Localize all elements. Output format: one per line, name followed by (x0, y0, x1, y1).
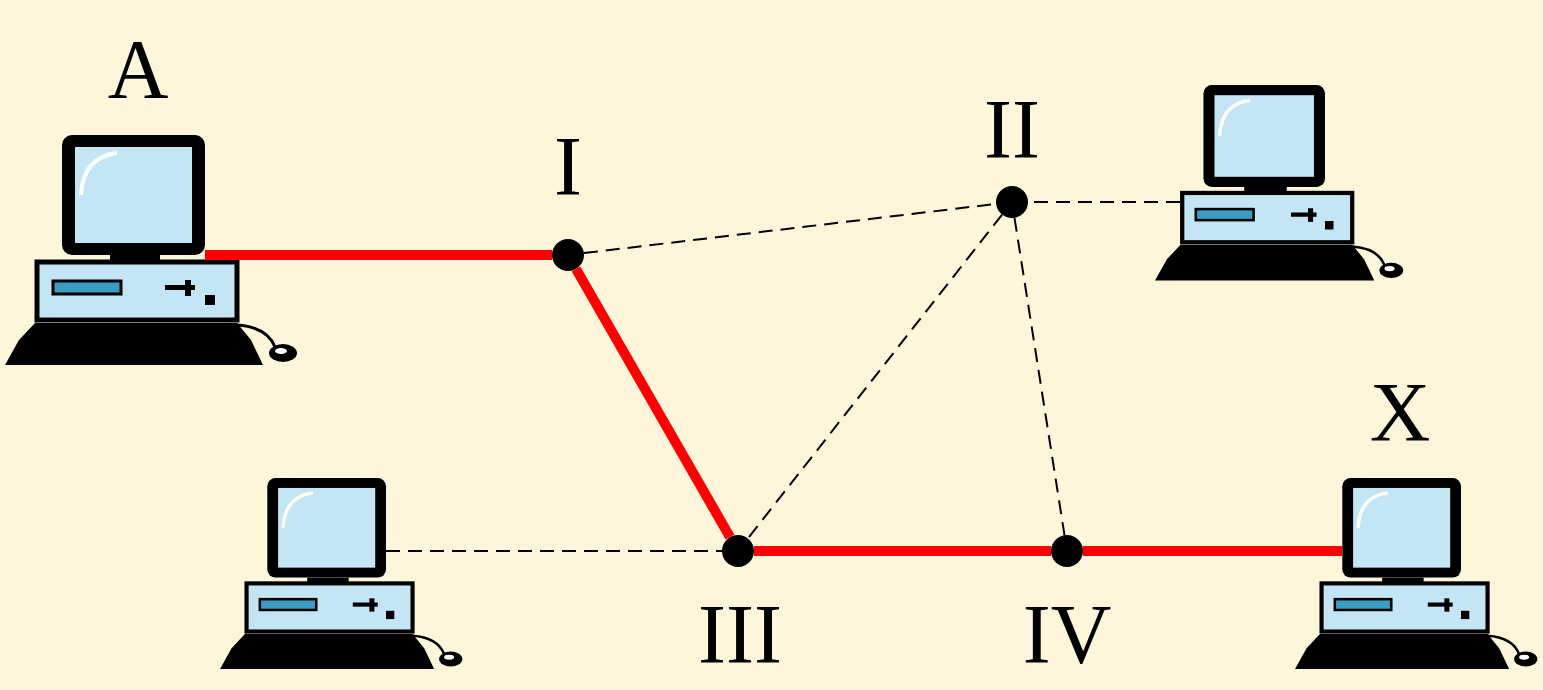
router-node: IV (1051, 535, 1083, 567)
computer-icon (1295, 478, 1537, 669)
computer-icon (220, 478, 462, 669)
node-label: IV (1023, 593, 1112, 677)
active-route (1083, 546, 1342, 556)
computer-node: X (1342, 375, 1537, 670)
computer-icon (1155, 85, 1403, 281)
dashed-link (584, 204, 996, 253)
active-route (205, 250, 552, 260)
dashed-link (1014, 218, 1064, 535)
computer-node: A (5, 30, 205, 365)
node-label: I (554, 125, 582, 209)
node-label: III (698, 593, 782, 677)
dashed-link (386, 550, 738, 552)
router-node: I (552, 239, 584, 271)
node-label: X (1370, 371, 1431, 455)
router-node: II (996, 186, 1028, 218)
active-route (754, 546, 1051, 556)
node-label: II (984, 88, 1040, 172)
node-label: A (108, 28, 169, 112)
active-route (576, 269, 730, 537)
dashed-link (748, 215, 1002, 539)
router-node: III (722, 535, 754, 567)
dashed-link (1012, 201, 1182, 203)
